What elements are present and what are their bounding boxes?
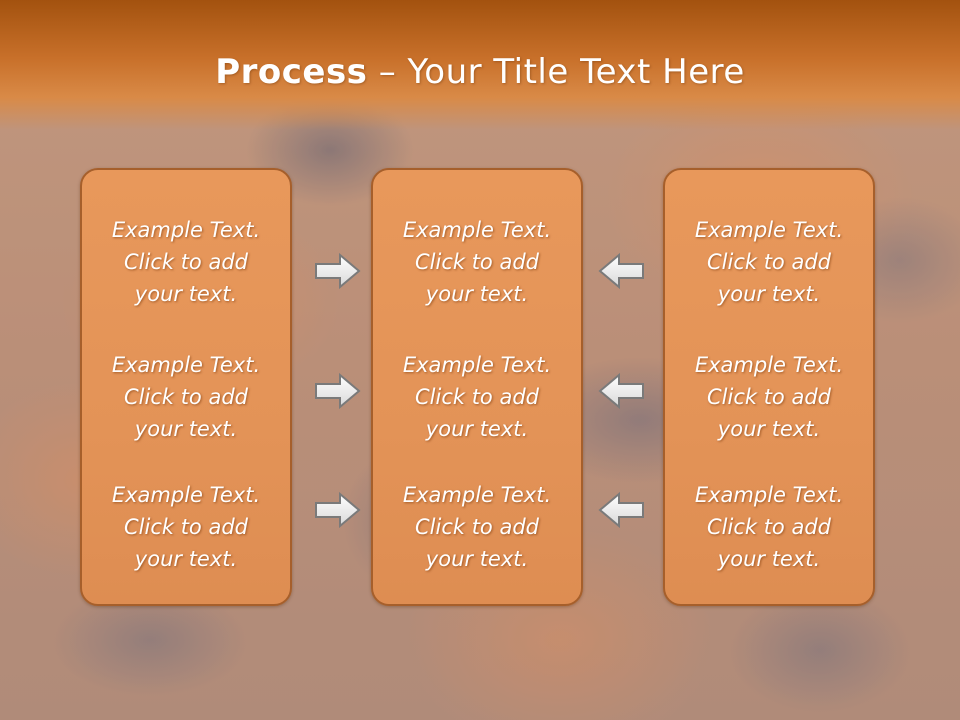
slide-title[interactable]: Process – Your Title Text Here xyxy=(0,52,960,92)
arrow-right-icon xyxy=(315,252,361,290)
arrow-left-icon xyxy=(598,372,644,410)
text-placeholder[interactable]: Example Text. Click to add your text. xyxy=(694,353,844,441)
process-panel-right[interactable]: Example Text. Click to add your text. Ex… xyxy=(663,168,875,606)
text-placeholder[interactable]: Example Text. Click to add your text. xyxy=(402,483,552,571)
text-placeholder[interactable]: Example Text. Click to add your text. xyxy=(694,483,844,571)
text-placeholder[interactable]: Example Text. Click to add your text. xyxy=(111,483,261,571)
title-bar xyxy=(0,0,960,130)
process-panel-left[interactable]: Example Text. Click to add your text. Ex… xyxy=(80,168,292,606)
arrow-right-icon xyxy=(315,491,361,529)
process-panel-middle[interactable]: Example Text. Click to add your text. Ex… xyxy=(371,168,583,606)
text-placeholder[interactable]: Example Text. Click to add your text. xyxy=(694,218,844,306)
text-placeholder[interactable]: Example Text. Click to add your text. xyxy=(111,353,261,441)
text-placeholder[interactable]: Example Text. Click to add your text. xyxy=(111,218,261,306)
title-rest-part: – Your Title Text Here xyxy=(367,52,745,92)
title-bold-part: Process xyxy=(215,52,368,92)
text-placeholder[interactable]: Example Text. Click to add your text. xyxy=(402,353,552,441)
arrow-right-icon xyxy=(315,372,361,410)
arrow-left-icon xyxy=(598,491,644,529)
arrow-left-icon xyxy=(598,252,644,290)
text-placeholder[interactable]: Example Text. Click to add your text. xyxy=(402,218,552,306)
